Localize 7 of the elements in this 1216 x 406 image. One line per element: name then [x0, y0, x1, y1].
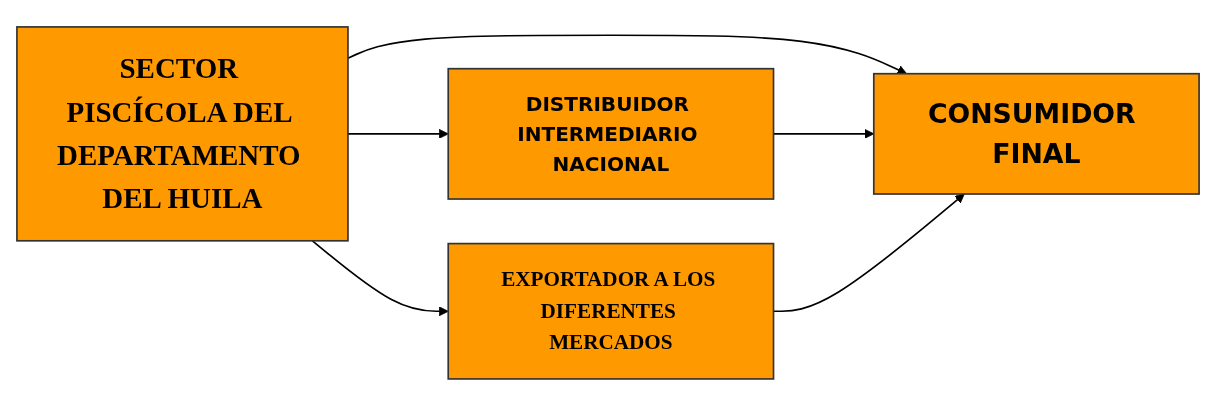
- node-box: DISTRIBUIDOR INTERMEDIARIO NACIONAL: [447, 67, 775, 200]
- node-box: CONSUMIDOR FINAL: [872, 72, 1200, 195]
- arrow: [311, 240, 449, 317]
- arrow: [347, 129, 449, 139]
- node-box: SECTOR PISCÍCOLA DEL DEPARTAMENTO DEL HUILA: [16, 26, 349, 242]
- node-box: EXPORTADOR A LOS DIFERENTES MERCADOS: [447, 242, 775, 380]
- arrow: [347, 34, 908, 75]
